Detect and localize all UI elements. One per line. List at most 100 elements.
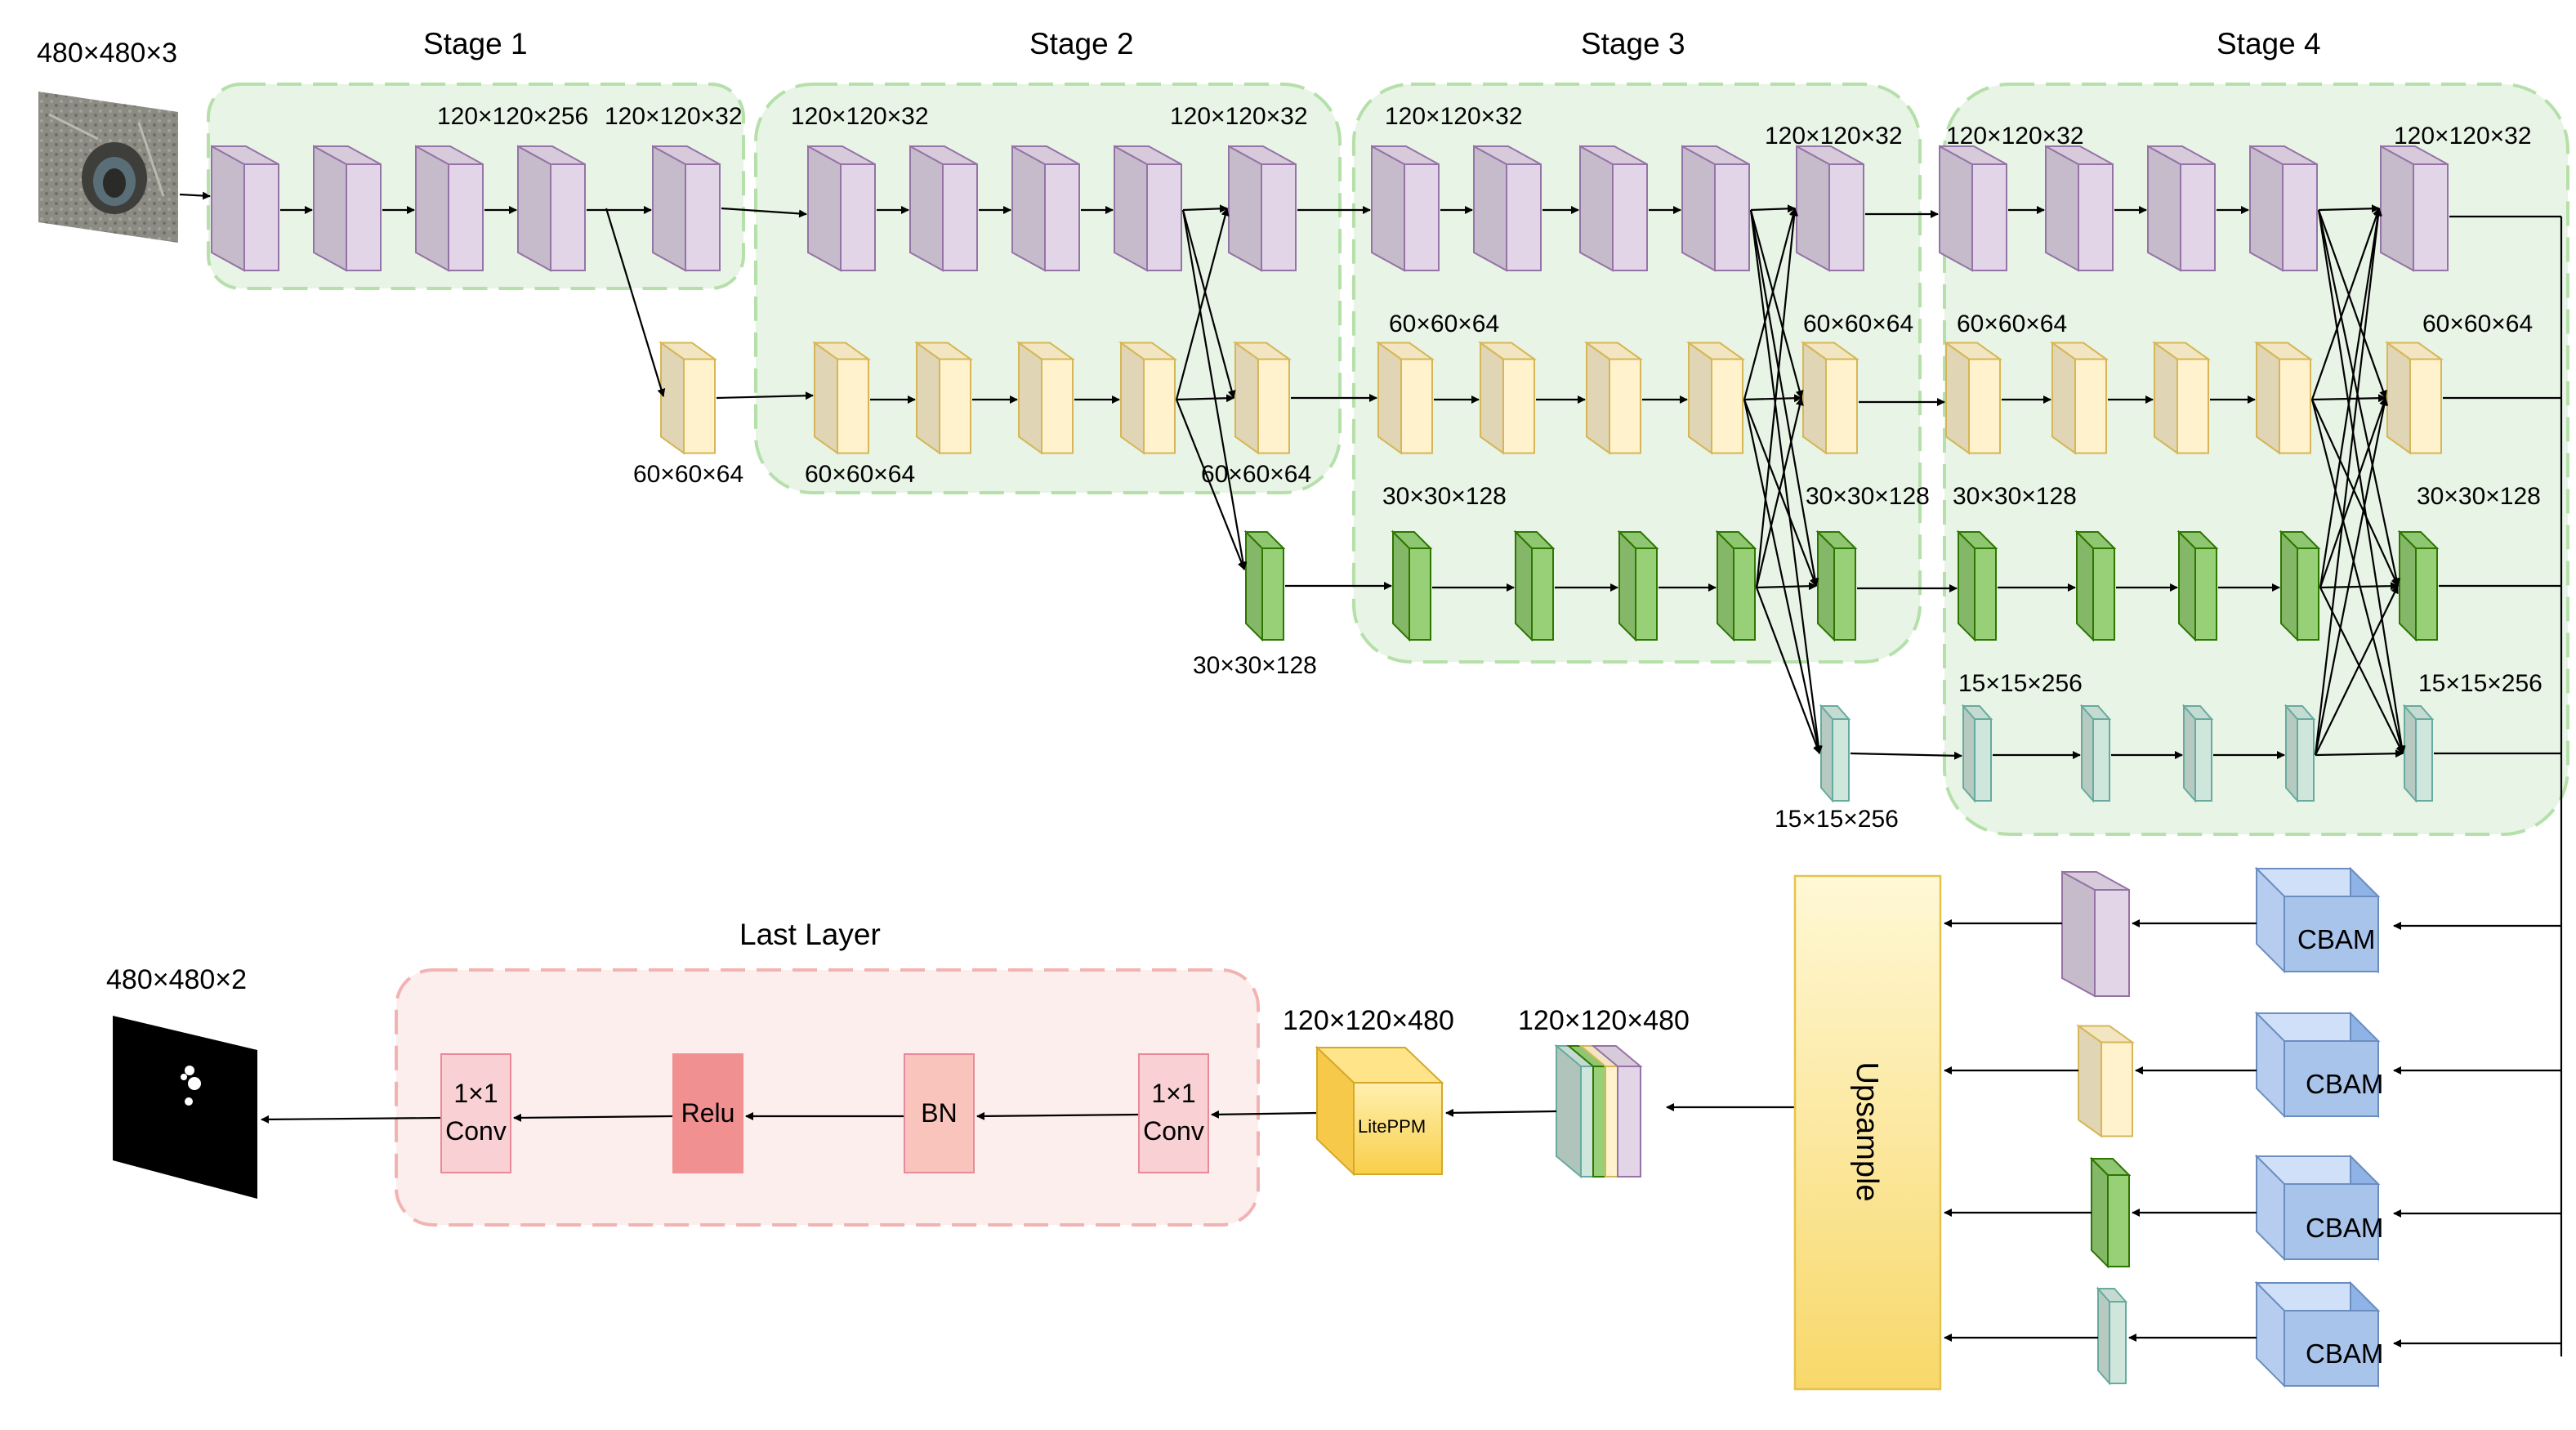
dim-label: 30×30×128 bbox=[1382, 483, 1507, 510]
feature-map bbox=[909, 145, 978, 272]
arrow bbox=[721, 207, 807, 218]
feature-map bbox=[313, 145, 382, 272]
arrow bbox=[605, 208, 666, 397]
cbam-block bbox=[2254, 1154, 2381, 1262]
arrow bbox=[2317, 209, 2406, 754]
feature-map bbox=[1375, 341, 1435, 455]
arrow bbox=[1749, 209, 1823, 754]
relu-label: Relu bbox=[681, 1098, 735, 1128]
input-image bbox=[38, 92, 178, 243]
feature-map bbox=[2397, 530, 2440, 642]
arrow bbox=[2319, 587, 2404, 754]
relu-block bbox=[672, 1053, 743, 1173]
arrow bbox=[1182, 204, 1228, 213]
arrow bbox=[976, 1111, 1140, 1120]
conv-block-left bbox=[440, 1053, 511, 1173]
feature-map bbox=[1477, 341, 1538, 455]
feature-map bbox=[1011, 145, 1080, 272]
feature-map bbox=[415, 145, 484, 272]
connections bbox=[179, 191, 2563, 1356]
arrow bbox=[1755, 208, 1799, 588]
conv-right-line2: Conv bbox=[1143, 1116, 1204, 1146]
dim-label: 30×30×128 bbox=[1953, 483, 2077, 510]
feature-map bbox=[1579, 145, 1648, 272]
cbam-block bbox=[2254, 1280, 2381, 1388]
stage4-title: Stage 4 bbox=[2217, 27, 2321, 60]
feature-map bbox=[1815, 530, 1858, 642]
concat-layer-side bbox=[1556, 1043, 1582, 1179]
cbam-label: CBAM bbox=[2297, 924, 2376, 954]
arrow bbox=[1181, 209, 1248, 570]
arrow bbox=[2314, 397, 2389, 756]
feature-map bbox=[1473, 145, 1542, 272]
dim-label: 30×30×128 bbox=[2417, 483, 2541, 510]
dim-label: 120×120×32 bbox=[1170, 103, 1308, 130]
feature-map bbox=[2284, 704, 2316, 803]
feature-map bbox=[2279, 530, 2321, 642]
arrow bbox=[2311, 399, 2399, 587]
feature-map bbox=[1228, 145, 1297, 272]
stage2-title: Stage 2 bbox=[1029, 27, 1134, 60]
feature-map bbox=[2253, 341, 2314, 455]
feature-map bbox=[1715, 530, 1757, 642]
dim-label: 120×120×32 bbox=[1385, 103, 1523, 130]
stage1-title: Stage 1 bbox=[423, 27, 528, 60]
dim-label: 120×120×32 bbox=[791, 103, 929, 130]
conv-left-line2: Conv bbox=[445, 1116, 507, 1146]
output-mask bbox=[113, 1016, 257, 1199]
feature-map bbox=[2181, 704, 2214, 803]
dim-label: 60×60×64 bbox=[1201, 461, 1312, 488]
feature-map bbox=[2061, 870, 2130, 998]
dim-label: 30×30×128 bbox=[1806, 483, 1930, 510]
feature-map bbox=[2249, 145, 2318, 272]
dim-label: 60×60×64 bbox=[1389, 311, 1500, 337]
dim-label: 120×120×32 bbox=[2394, 123, 2532, 150]
arrow bbox=[1743, 394, 1802, 403]
feature-map bbox=[807, 145, 876, 272]
stage4-box bbox=[1943, 83, 2569, 836]
arrow bbox=[1755, 397, 1804, 588]
stage3-title: Stage 3 bbox=[1581, 27, 1685, 60]
dim-label: 60×60×64 bbox=[2422, 311, 2534, 337]
dim-label: 120×120×256 bbox=[437, 103, 589, 130]
cbam-block bbox=[2254, 1011, 2381, 1119]
dim-label: 120×120×32 bbox=[605, 103, 743, 130]
feature-map bbox=[1617, 530, 1659, 642]
feature-map bbox=[1796, 145, 1864, 272]
feature-map bbox=[1243, 530, 1286, 642]
arrow bbox=[1756, 582, 1817, 591]
feature-map bbox=[1513, 530, 1556, 642]
cbam-label: CBAM bbox=[2306, 1213, 2384, 1243]
dim-label: 60×60×64 bbox=[633, 461, 744, 488]
arrow bbox=[2318, 204, 2380, 213]
arrow bbox=[2314, 208, 2382, 756]
conv-block-right bbox=[1138, 1053, 1209, 1173]
arrow bbox=[1750, 204, 1796, 213]
feature-map bbox=[1685, 341, 1746, 455]
feature-map bbox=[1956, 530, 1998, 642]
arrow bbox=[2315, 585, 2399, 756]
dim-label: 60×60×64 bbox=[1957, 311, 2068, 337]
feature-map bbox=[1371, 145, 1440, 272]
feature-map bbox=[1961, 704, 1993, 803]
feature-map bbox=[2089, 1156, 2132, 1269]
arrow bbox=[2319, 208, 2382, 588]
dim-label: 120×120×32 bbox=[1765, 123, 1903, 150]
dim-label: 60×60×64 bbox=[1803, 311, 1914, 337]
feature-maps bbox=[211, 145, 2449, 1388]
feature-map bbox=[1232, 341, 1292, 455]
feature-map bbox=[1391, 530, 1433, 642]
feature-map bbox=[2075, 1024, 2136, 1138]
feature-map bbox=[2049, 341, 2109, 455]
arrow bbox=[1211, 1110, 1318, 1119]
arrow bbox=[2319, 582, 2399, 591]
feature-map bbox=[1681, 145, 1750, 272]
concat-layer bbox=[1591, 1045, 1643, 1178]
bn-block bbox=[904, 1053, 975, 1173]
feature-map bbox=[1583, 341, 1644, 455]
feature-map bbox=[2402, 704, 2435, 803]
upsample-block bbox=[1793, 874, 1942, 1391]
arrow bbox=[2317, 209, 2387, 399]
feature-map bbox=[658, 341, 718, 455]
